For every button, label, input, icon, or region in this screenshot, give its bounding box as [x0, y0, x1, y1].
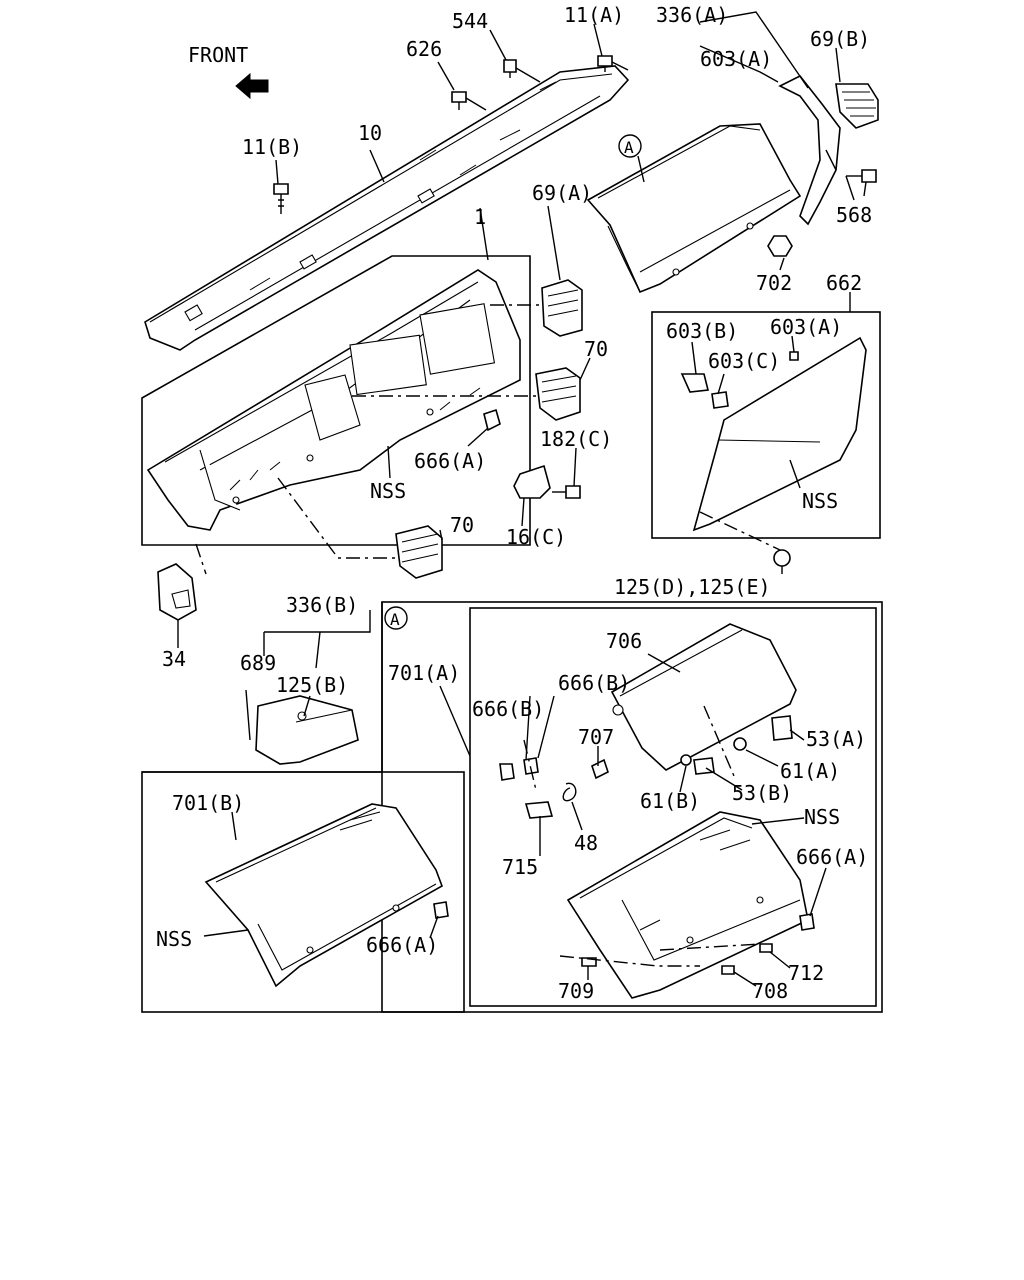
spring-48 [562, 782, 577, 802]
label-702: 702 [756, 271, 792, 295]
fastener-125DE [773, 549, 791, 574]
bracket-16C [513, 464, 551, 499]
label-603A-top: 603(A) [700, 47, 772, 71]
box-701B [141, 771, 465, 1013]
fastener-626 [451, 91, 487, 111]
label-666A-main: 666(A) [414, 449, 486, 473]
label-61A: 61(A) [780, 759, 840, 783]
callout-labels: 544 11(A) 336(A) 626 603(A) 69(B) 11(B) … [156, 3, 872, 1003]
vent-69A [541, 279, 583, 337]
screw-182C [552, 485, 581, 499]
clip-666B-right [523, 757, 539, 775]
label-603B: 603(B) [666, 319, 738, 343]
label-53A: 53(A) [806, 727, 866, 751]
label-706: 706 [606, 629, 642, 653]
label-70-upper: 70 [584, 337, 608, 361]
label-626: 626 [406, 37, 442, 61]
circle-a-marker-box: A [384, 606, 408, 630]
part-34 [157, 563, 197, 621]
label-nss-panel: NSS [802, 489, 838, 513]
leader-lines [177, 11, 867, 987]
label-708: 708 [752, 979, 788, 1003]
label-11A: 11(A) [564, 3, 624, 27]
fastener-11B [273, 183, 289, 214]
main-dash-group [141, 255, 531, 546]
label-69A: 69(A) [532, 181, 592, 205]
front-indicator: FRONT [188, 43, 269, 100]
svg-text:A: A [390, 610, 400, 629]
clip-666A-main [483, 408, 501, 432]
label-69B: 69(B) [810, 27, 870, 51]
label-666A-glove: 666(A) [796, 845, 868, 869]
clip-603C [711, 391, 729, 409]
label-nss-left: NSS [156, 927, 192, 951]
label-16C: 16(C) [506, 525, 566, 549]
label-125B: 125(B) [276, 673, 348, 697]
label-11B: 11(B) [242, 135, 302, 159]
label-666B-left: 666(B) [472, 697, 544, 721]
clip-666A-left [433, 901, 449, 919]
label-715: 715 [502, 855, 538, 879]
vent-69B [835, 83, 879, 129]
label-48: 48 [574, 831, 598, 855]
clip-603B [680, 373, 709, 393]
label-603A-box: 603(A) [770, 315, 842, 339]
fastener-11A [597, 55, 629, 72]
panel-box-662 [651, 311, 881, 539]
label-666A-left: 666(A) [366, 933, 438, 957]
label-568: 568 [836, 203, 872, 227]
label-182C: 182(C) [540, 427, 612, 451]
dashed-guides [195, 304, 781, 967]
label-61B: 61(B) [640, 789, 700, 813]
label-707: 707 [578, 725, 614, 749]
clip-666A-glove [799, 913, 815, 931]
front-label: FRONT [188, 43, 248, 67]
vent-70-upper [535, 367, 581, 421]
clip-603A-box [789, 351, 799, 361]
screw-708 [721, 965, 735, 975]
top-trim-panel [144, 65, 630, 351]
label-336B: 336(B) [286, 593, 358, 617]
label-662: 662 [826, 271, 862, 295]
nut-702 [767, 235, 793, 257]
label-701B: 701(B) [172, 791, 244, 815]
label-34: 34 [162, 647, 186, 671]
label-666B-right: 666(B) [558, 671, 630, 695]
label-689: 689 [240, 651, 276, 675]
label-709: 709 [558, 979, 594, 1003]
vent-70-lower [395, 525, 443, 579]
bolt-61B [680, 754, 692, 766]
label-125DE: 125(D),125(E) [614, 575, 771, 599]
box-A-outer [381, 601, 883, 1013]
label-1: 1 [474, 205, 486, 229]
screw-712 [759, 943, 773, 953]
fastener-544 [503, 59, 541, 83]
label-336A: 336(A) [656, 3, 728, 27]
screw-707 [591, 758, 609, 780]
front-arrow-icon [235, 72, 269, 100]
svg-text:A: A [624, 138, 634, 157]
label-701A: 701(A) [388, 661, 460, 685]
clip-53A [771, 715, 793, 741]
circle-a-marker-top: A [618, 134, 642, 158]
side-bracket-336A [778, 74, 841, 226]
latch-715 [524, 801, 554, 819]
label-53B: 53(B) [732, 781, 792, 805]
label-10: 10 [358, 121, 382, 145]
label-nss-glove: NSS [804, 805, 840, 829]
label-nss-main: NSS [370, 479, 406, 503]
screw-568 [846, 169, 877, 183]
clip-666B-left [499, 763, 515, 781]
label-70-lower: 70 [450, 513, 474, 537]
bolt-61A [733, 737, 747, 751]
label-544: 544 [452, 9, 488, 33]
label-603C: 603(C) [708, 349, 780, 373]
label-712: 712 [788, 961, 824, 985]
